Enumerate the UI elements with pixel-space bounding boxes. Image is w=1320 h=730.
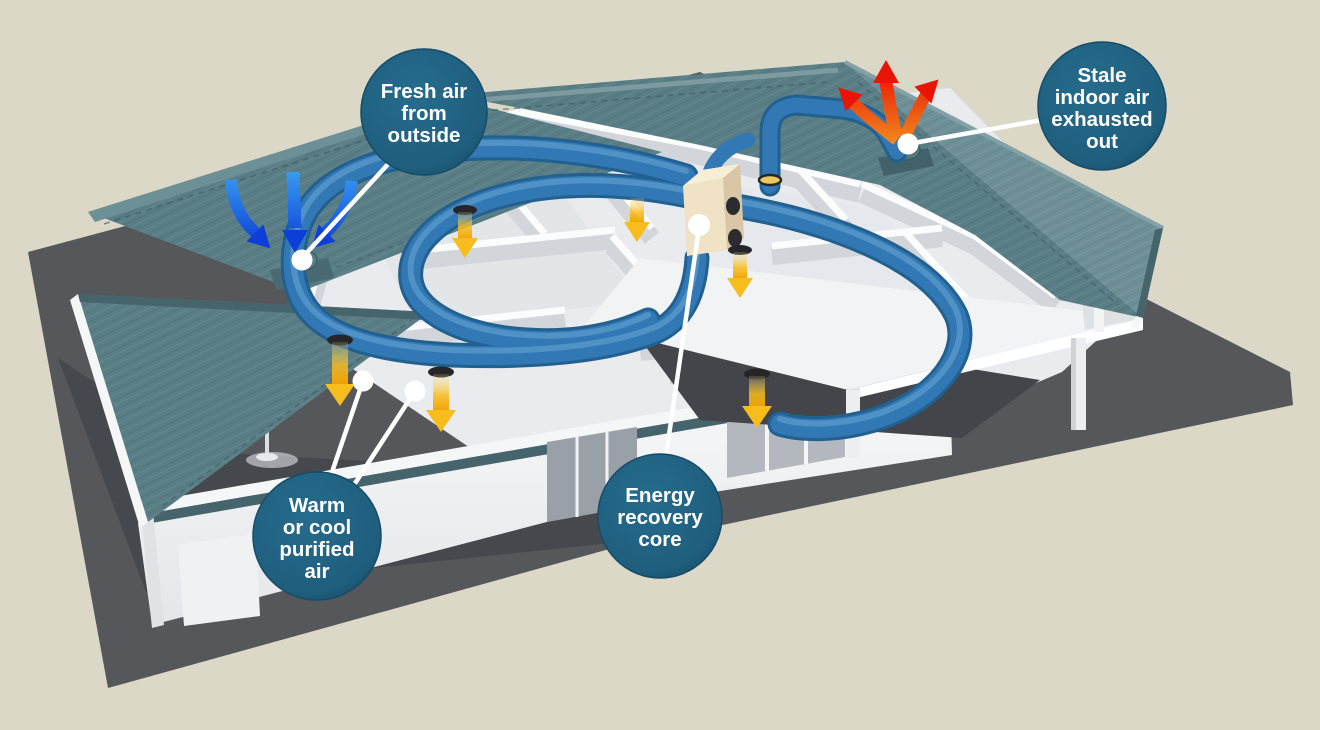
leader-fresh-air [291, 160, 392, 271]
callout-energy-core-line-3: core [638, 528, 681, 551]
callout-fresh-air: Fresh air from outside [360, 48, 488, 176]
carport [585, 258, 1143, 458]
roof-main-front [450, 62, 1143, 318]
core-port-top [726, 197, 740, 215]
supply-outlet [742, 368, 772, 428]
callout-stale-air-line-2: indoor air [1055, 86, 1150, 109]
garage-door [178, 533, 260, 626]
leader-energy-core [663, 214, 710, 457]
callout-stale-air-line-3: exhausted [1051, 108, 1152, 131]
callout-purified-air-line-2: or cool [283, 516, 351, 539]
callout-fresh-air-line-2: from [401, 102, 447, 125]
callout-energy-core: Energy recovery core [597, 453, 723, 579]
callout-fresh-air-line-1: Fresh air [381, 80, 468, 103]
ridge-cap [454, 67, 839, 105]
callout-stale-air-line-1: Stale [1078, 64, 1127, 87]
roof-right-end [844, 60, 1164, 330]
callout-purified-air-line-4: air [304, 560, 329, 583]
exhaust-air-arrows [838, 60, 939, 145]
supply-outlet [727, 245, 753, 298]
riser-collar [757, 173, 783, 187]
leader-stale-air [897, 117, 1043, 155]
supply-air-outlets [325, 198, 772, 432]
callout-fresh-air-line-3: outside [388, 124, 461, 147]
callout-purified-air: Warm or cool purified air [252, 471, 382, 601]
callout-leaders [291, 117, 1043, 490]
callout-energy-core-line-1: Energy [625, 484, 695, 507]
supply-outlet [325, 334, 355, 406]
callout-energy-core-line-2: recovery [617, 506, 703, 529]
leader-purified-air [327, 370, 426, 490]
callout-purified-air-line-1: Warm [289, 494, 345, 517]
callout-stale-air-line-4: out [1086, 130, 1118, 153]
supply-outlet [452, 205, 478, 258]
callout-purified-air-line-3: purified [279, 538, 354, 561]
supply-outlet [426, 366, 456, 432]
callout-stale-air: Stale indoor air exhausted out [1037, 41, 1167, 171]
core-port-bottom [728, 229, 742, 247]
supply-outlet [624, 198, 650, 242]
